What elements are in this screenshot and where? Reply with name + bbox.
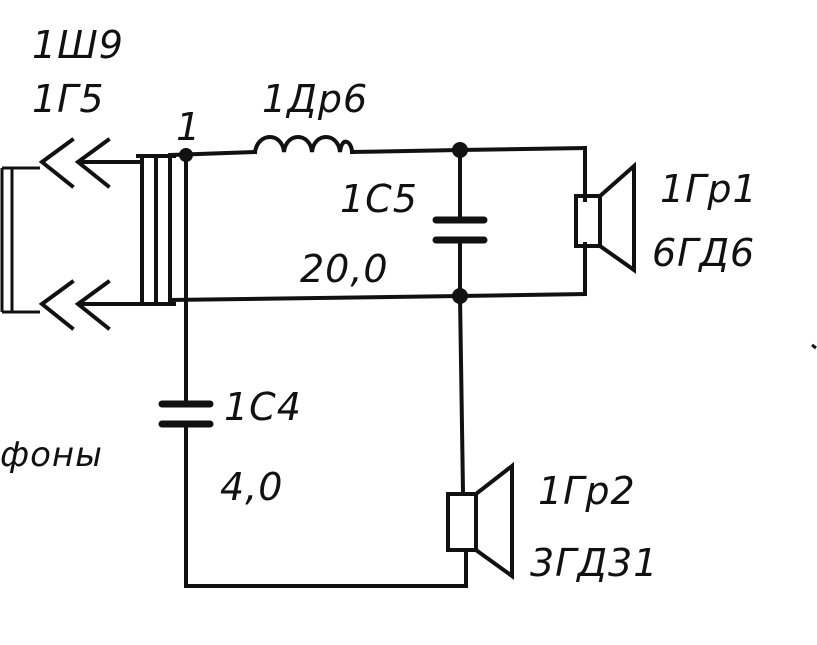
label-speaker1-ref: 1Гр1 xyxy=(660,167,758,211)
label-left-cut-text: фоны xyxy=(0,435,103,475)
speaker-1gr2-magnet xyxy=(446,492,478,552)
label-cap-top-value: 20,0 xyxy=(300,247,389,291)
right-branch xyxy=(457,293,468,588)
plug-connector xyxy=(0,137,142,331)
plug-pin-lower-socket xyxy=(38,279,75,331)
left-branch xyxy=(158,153,468,588)
label-speaker2-type: 3ГД31 xyxy=(530,541,658,585)
speaker-1gr1-cone xyxy=(597,161,636,274)
label-node-1: 1 xyxy=(176,105,201,149)
inductor-1dr6 xyxy=(252,135,355,155)
label-inductor-ref: 1Др6 xyxy=(262,77,368,121)
speaker-1gr2 xyxy=(446,461,514,580)
label-speaker1-type: 6ГД6 xyxy=(652,231,755,275)
label-cap-bottom-value: 4,0 xyxy=(220,465,283,509)
speaker-1gr2-cone xyxy=(473,461,514,580)
label-speaker2-ref: 1Гр2 xyxy=(538,469,636,513)
label-cap-top-ref: 1С5 xyxy=(340,177,418,221)
plug-pin-upper-socket xyxy=(38,137,75,189)
speaker-1gr1-magnet xyxy=(574,194,602,248)
top-rail xyxy=(167,135,588,162)
speaker-1gr1 xyxy=(574,146,636,296)
terminal-block xyxy=(136,154,176,306)
capacitor-1c5 xyxy=(432,148,488,298)
label-plug-ref: 1Г5 xyxy=(32,77,105,121)
label-connector-ref: 1Ш9 xyxy=(32,23,124,67)
label-cap-bottom-ref: 1С4 xyxy=(224,385,302,429)
